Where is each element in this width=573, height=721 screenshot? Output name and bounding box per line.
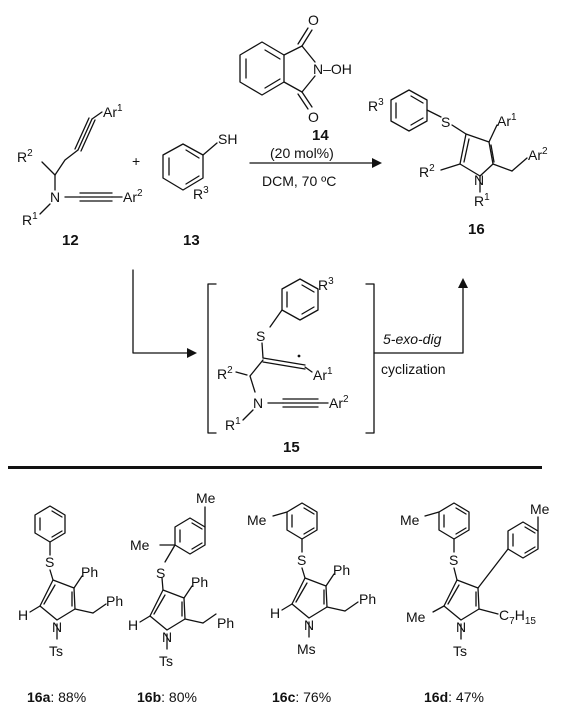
methyl-label-pyrrole: Me bbox=[406, 609, 426, 625]
tosyl-label: Ts bbox=[453, 643, 467, 659]
r3-label: R3 bbox=[193, 185, 209, 202]
aryl-ring bbox=[281, 278, 319, 321]
phenyl-label: Ph bbox=[333, 562, 350, 578]
nitrogen-label: N bbox=[474, 172, 484, 188]
nitrogen-label: N bbox=[304, 617, 314, 633]
pyrrole-ring bbox=[39, 579, 76, 621]
nitrogen-label: N bbox=[50, 189, 60, 205]
methyl-label-ortho: Me bbox=[400, 512, 420, 528]
plus-sign: + bbox=[132, 153, 140, 169]
nitrogen-label: N bbox=[456, 619, 466, 635]
reactant-13: SH R3 13 bbox=[162, 131, 237, 249]
example-16c: Me S Ph Ph H N Ms 16c: 76% bbox=[247, 502, 376, 705]
methyl-label-para: Me bbox=[196, 490, 216, 506]
benzyl-phenyl-label: Ph bbox=[217, 615, 234, 631]
example-caption-16b: 16b: 80% bbox=[137, 689, 197, 705]
r1-label: R1 bbox=[225, 416, 241, 433]
carbonyl-oxygen-bottom: O bbox=[308, 109, 319, 125]
hydrogen-label: H bbox=[18, 607, 28, 623]
cyclization-arrowhead bbox=[458, 278, 468, 288]
bracket-left bbox=[207, 283, 217, 434]
compound-label-16: 16 bbox=[468, 221, 485, 238]
catalyst-14: O O N–OH 14 (20 mol%) bbox=[239, 12, 352, 161]
r2-label: R2 bbox=[17, 148, 33, 165]
r3-label: R3 bbox=[368, 97, 384, 114]
compound-label-14: 14 bbox=[312, 127, 329, 144]
pyrrole-ring bbox=[149, 589, 186, 631]
cyclization-label: cyclization bbox=[381, 361, 446, 377]
methyl-label-para: Me bbox=[530, 501, 550, 517]
ar1-label: Ar1 bbox=[313, 366, 333, 383]
ar2-label: Ar2 bbox=[123, 188, 143, 205]
hydroxyimide-label: N–OH bbox=[313, 61, 352, 77]
example-16a: S Ph Ph H N Ts 16a: 88% bbox=[18, 505, 123, 705]
example-caption-16c: 16c: 76% bbox=[272, 689, 331, 705]
compound-label-15: 15 bbox=[283, 439, 300, 456]
ar2-label: Ar2 bbox=[528, 146, 548, 163]
r2-label: R2 bbox=[217, 365, 233, 382]
ar1-label: Ar1 bbox=[497, 112, 517, 129]
compound-label-13: 13 bbox=[183, 232, 200, 249]
bracket-right bbox=[365, 283, 375, 434]
catalyst-loading: (20 mol%) bbox=[270, 145, 334, 161]
compound-label-12: 12 bbox=[62, 232, 79, 249]
radical-dot bbox=[297, 354, 301, 358]
pyrrole-ring bbox=[443, 579, 480, 621]
phenyl-label: Ph bbox=[81, 564, 98, 580]
nitrogen-label: N bbox=[162, 629, 172, 645]
mechanism-arrowhead bbox=[187, 348, 197, 358]
sulfur-label: S bbox=[297, 552, 306, 568]
nitrogen-label: N bbox=[52, 619, 62, 635]
cyclization-arrow bbox=[373, 285, 464, 354]
methyl-label: Me bbox=[247, 512, 267, 528]
bond bbox=[54, 149, 79, 176]
benzyl-phenyl-label: Ph bbox=[106, 593, 123, 609]
ar1-label: Ar1 bbox=[103, 103, 123, 120]
example-16b: Me Me S Ph Ph H N Ts 16b: 80% bbox=[128, 490, 234, 705]
pyrrole-ring bbox=[291, 577, 328, 619]
reaction-arrowhead bbox=[372, 158, 382, 168]
pyrrole-ring bbox=[459, 133, 494, 177]
benzyl-phenyl-label: Ph bbox=[359, 591, 376, 607]
example-caption-16d: 16d: 47% bbox=[424, 689, 484, 705]
mechanism-arrow bbox=[132, 269, 191, 354]
thiol-label: SH bbox=[218, 131, 237, 147]
carbonyl-oxygen-top: O bbox=[308, 12, 319, 28]
sulfur-label: S bbox=[449, 552, 458, 568]
sulfur-label: S bbox=[156, 565, 165, 581]
phenyl-label: Ph bbox=[191, 574, 208, 590]
product-16: R3 S Ar1 Ar2 R2 N R1 16 bbox=[368, 89, 548, 238]
reactant-12: Ar1 R2 N Ar2 R1 12 bbox=[17, 103, 143, 249]
methyl-label-ortho: Me bbox=[130, 537, 150, 553]
r1-label: R1 bbox=[22, 211, 38, 228]
intermediate-15: R3 S R2 Ar1 N Ar2 R1 15 bbox=[217, 276, 349, 456]
example-caption-16a: 16a: 88% bbox=[27, 689, 86, 705]
reaction-conditions: DCM, 70 ºC bbox=[262, 173, 336, 189]
sulfur-label: S bbox=[256, 328, 265, 344]
r1-label: R1 bbox=[474, 192, 490, 209]
tosyl-label: Ts bbox=[159, 653, 173, 669]
section-divider bbox=[8, 466, 542, 469]
mesyl-label: Ms bbox=[297, 641, 316, 657]
example-16d: Me Me S Me C7H15 N Ts 16d: 47% bbox=[400, 501, 550, 705]
sulfur-label: S bbox=[45, 554, 54, 570]
ar2-label: Ar2 bbox=[329, 394, 349, 411]
hydrogen-label: H bbox=[128, 617, 138, 633]
tosyl-label: Ts bbox=[49, 643, 63, 659]
aryl-ring bbox=[390, 89, 428, 132]
r3-label: R3 bbox=[318, 276, 334, 293]
hydrogen-label: H bbox=[270, 605, 280, 621]
nitrogen-label: N bbox=[253, 395, 263, 411]
r2-label: R2 bbox=[419, 163, 435, 180]
cyclization-mode: 5-exo-dig bbox=[383, 331, 442, 347]
heptyl-label: C7H15 bbox=[499, 607, 536, 627]
sulfur-label: S bbox=[441, 114, 450, 130]
